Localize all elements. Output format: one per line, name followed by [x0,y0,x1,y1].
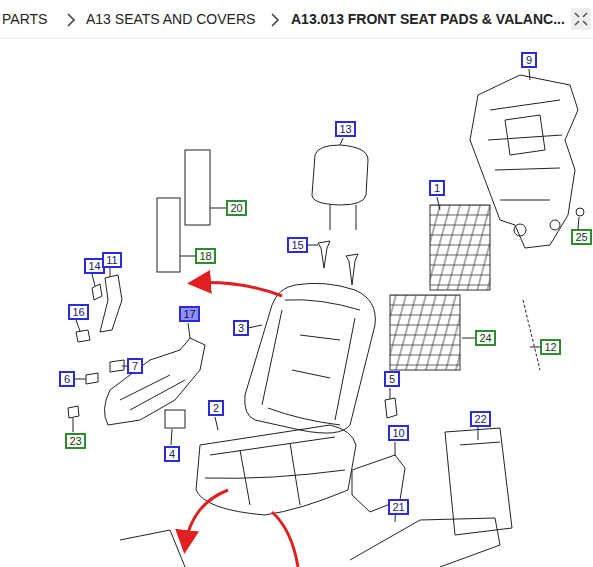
callout-number: 16 [72,306,85,318]
callout-number: 11 [106,254,118,266]
callout-number: 13 [339,123,352,135]
callout-number: 24 [479,332,492,344]
callout-box: 21 [388,499,409,515]
callout-number: 20 [230,202,243,214]
callout-number: 15 [291,239,304,251]
callout-box: 12 [540,339,561,355]
callout-box: 13 [335,121,356,137]
callout-box: 6 [59,371,75,387]
callout-box: 22 [470,411,491,427]
callout-box: 24 [475,330,496,346]
callout-box: 7 [127,358,143,374]
callout-number: 9 [525,54,533,66]
callout-number: 3 [237,322,245,334]
callout-number: 12 [544,341,557,353]
callout-number: 17 [183,308,196,320]
callout-box: 11 [102,252,122,268]
callout-box: 2 [208,400,224,416]
callout-number: 2 [212,402,220,414]
callout-box: 1 [429,180,445,196]
breadcrumb-text: A13.013 FRONT SEAT PADS & VALANC... [291,11,565,27]
callout-number: 1 [433,182,441,194]
callout-box: 4 [164,446,180,462]
callout-number: 14 [88,260,101,272]
callout-number: 22 [474,413,487,425]
callout-box: 3 [233,320,249,336]
callout-number: 25 [575,231,588,243]
callout-box: 9 [521,52,537,68]
callout-box: 20 [226,200,247,216]
callout-number: 18 [199,250,212,262]
callout-number: 6 [63,373,71,385]
callout-number: 23 [69,435,82,447]
callout-box: 16 [68,304,89,320]
callout-box: 10 [388,425,409,441]
breadcrumb-text: PARTS [2,11,47,27]
callout-box: 25 [571,229,592,245]
callout-box: 5 [384,371,400,387]
callout-box: 23 [65,433,86,449]
callout-number: 5 [388,373,396,385]
callout-number: 4 [168,448,176,460]
breadcrumb-text: A13 SEATS AND COVERS [86,11,255,27]
callout-number: 7 [131,360,139,372]
callout-number: 21 [392,501,405,513]
callout-box: 18 [195,248,216,264]
callout-number: 10 [392,427,405,439]
callout-box: 17 [179,306,200,322]
callout-box: 15 [287,237,308,253]
